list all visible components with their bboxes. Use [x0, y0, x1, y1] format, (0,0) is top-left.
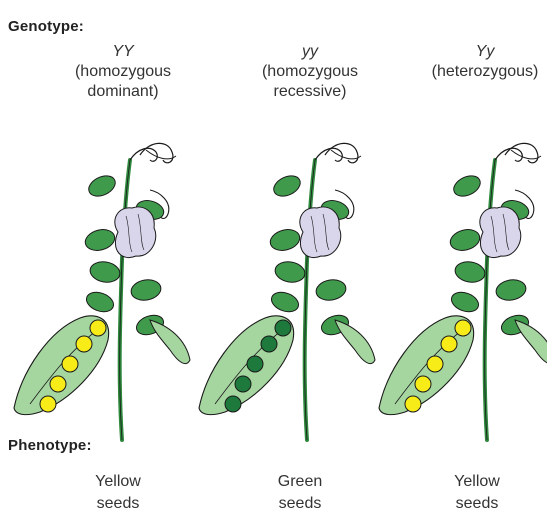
- phenotype-heading: Phenotype:: [8, 437, 92, 454]
- plant-1: [14, 143, 190, 440]
- pea-seed: [455, 320, 471, 336]
- pea-seed: [235, 376, 251, 392]
- phenotype-label-2: Green seeds: [240, 471, 360, 515]
- pea-seed: [50, 376, 66, 392]
- phenotype-label-1: Yellow seeds: [58, 471, 178, 515]
- phenotype-label-3: Yellow seeds: [417, 471, 537, 515]
- pea-seed: [225, 396, 241, 412]
- plant-2: [199, 143, 375, 440]
- pea-seed: [76, 336, 92, 352]
- pea-seed: [275, 320, 291, 336]
- pea-seed: [405, 396, 421, 412]
- plant-3: [379, 143, 547, 440]
- pea-seed: [40, 396, 56, 412]
- pea-seed: [261, 336, 277, 352]
- pea-seed: [90, 320, 106, 336]
- pea-seed: [441, 336, 457, 352]
- pea-seed: [247, 356, 263, 372]
- pea-seed: [415, 376, 431, 392]
- pea-seed: [427, 356, 443, 372]
- pea-seed: [62, 356, 78, 372]
